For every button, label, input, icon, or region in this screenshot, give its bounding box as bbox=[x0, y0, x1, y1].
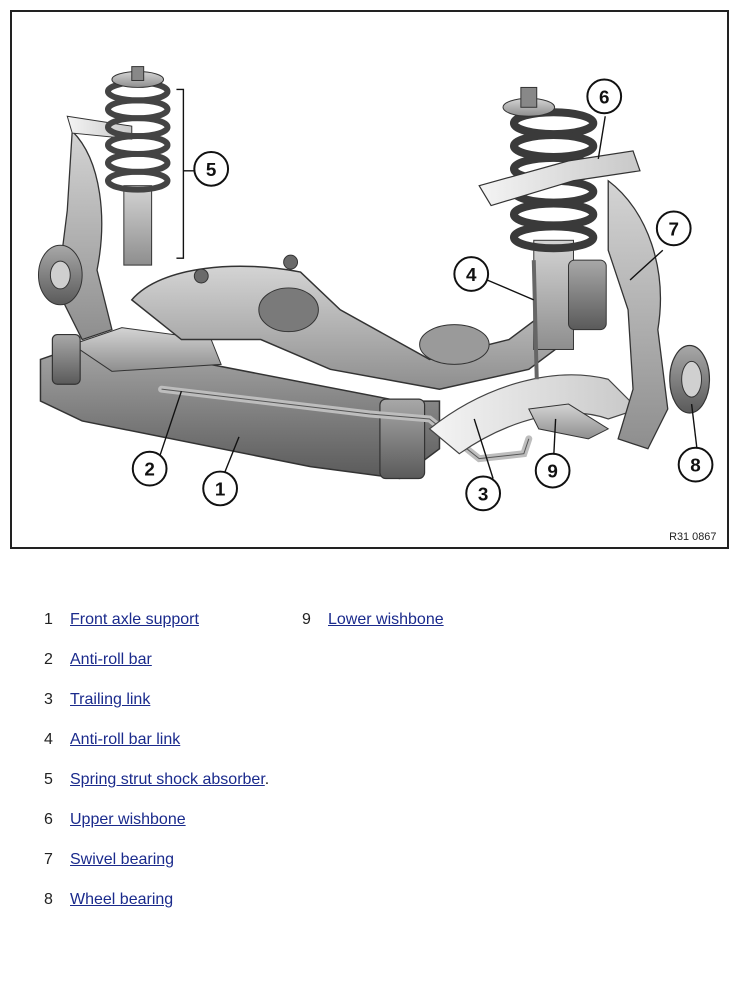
svg-text:3: 3 bbox=[478, 483, 488, 504]
leader-lines bbox=[158, 88, 699, 479]
link-upper-wishbone[interactable]: Upper wishbone bbox=[70, 811, 186, 828]
anti-roll-bar-link-shape bbox=[531, 260, 539, 380]
upper-wishbone-shape bbox=[478, 150, 641, 207]
legend-entry: Swivel bearing bbox=[70, 848, 274, 872]
callout-7: 7 bbox=[655, 210, 692, 247]
legend-suffix: . bbox=[264, 771, 270, 788]
legend-number: 5 bbox=[44, 771, 53, 788]
legend-item: 7 Swivel bearing bbox=[44, 848, 274, 872]
legend-number: 1 bbox=[44, 611, 53, 628]
left-swivel-bearing-shape bbox=[37, 115, 133, 341]
legend-item: 2 Anti-roll bar bbox=[44, 648, 274, 672]
legend-number: 7 bbox=[44, 851, 53, 868]
legend-number: 3 bbox=[44, 691, 53, 708]
legend-item: 9 Lower wishbone bbox=[302, 608, 452, 632]
svg-text:1: 1 bbox=[215, 478, 225, 499]
legend-number: 4 bbox=[44, 731, 53, 748]
legend-entry: Spring strut shock absorber. bbox=[70, 768, 274, 792]
front-axle-illustration: 1 2 3 4 5 6 7 8 bbox=[37, 66, 716, 543]
link-spring-strut-shock-absorber[interactable]: Spring strut shock absorber bbox=[70, 771, 265, 788]
callout-3: 3 bbox=[465, 475, 502, 512]
svg-text:7: 7 bbox=[668, 218, 678, 239]
svg-text:9: 9 bbox=[547, 461, 557, 482]
legend-item: 4 Anti-roll bar link bbox=[44, 728, 274, 752]
link-front-axle-support[interactable]: Front axle support bbox=[70, 611, 199, 628]
legend-item: 5 Spring strut shock absorber. bbox=[44, 768, 274, 792]
legend-number: 9 bbox=[302, 611, 311, 628]
svg-text:2: 2 bbox=[144, 459, 154, 480]
lower-wishbone-shape bbox=[428, 374, 640, 455]
link-anti-roll-bar[interactable]: Anti-roll bar bbox=[70, 651, 152, 668]
subframe-cradle-shape bbox=[130, 254, 570, 390]
right-swivel-bearing-shape bbox=[607, 179, 669, 450]
legend-entry: Front axle support bbox=[70, 608, 274, 632]
callout-8: 8 bbox=[677, 446, 714, 483]
legend-number: 2 bbox=[44, 651, 53, 668]
legend-entry: Upper wishbone bbox=[70, 808, 274, 832]
link-wheel-bearing[interactable]: Wheel bearing bbox=[70, 891, 174, 908]
svg-text:8: 8 bbox=[690, 455, 700, 476]
link-trailing-link[interactable]: Trailing link bbox=[70, 691, 151, 708]
legend-number: 6 bbox=[44, 811, 53, 828]
callout-4: 4 bbox=[453, 256, 490, 292]
diagram-figure: 1 2 3 4 5 6 7 8 bbox=[10, 10, 729, 549]
svg-text:6: 6 bbox=[599, 86, 609, 107]
legend-item: 1 Front axle support bbox=[44, 608, 274, 632]
legend-item: 3 Trailing link bbox=[44, 688, 274, 712]
legend-item: 6 Upper wishbone bbox=[44, 808, 274, 832]
right-spring-strut-shape bbox=[502, 86, 607, 350]
legend-column-2: 9 Lower wishbone bbox=[302, 608, 452, 648]
link-swivel-bearing[interactable]: Swivel bearing bbox=[70, 851, 175, 868]
legend-number: 8 bbox=[44, 891, 53, 908]
svg-text:4: 4 bbox=[466, 264, 477, 285]
wheel-bearing-shape bbox=[669, 344, 711, 414]
legend-entry: Trailing link bbox=[70, 688, 274, 712]
callout-5: 5 bbox=[193, 150, 230, 187]
callout-6: 6 bbox=[586, 78, 623, 115]
legend-entry: Anti-roll bar bbox=[70, 648, 274, 672]
callout-9: 9 bbox=[534, 452, 571, 489]
figure-reference: R31 0867 bbox=[669, 531, 716, 543]
svg-text:5: 5 bbox=[206, 159, 216, 180]
link-lower-wishbone[interactable]: Lower wishbone bbox=[328, 611, 444, 628]
legend-item: 8 Wheel bearing bbox=[44, 888, 274, 912]
legend-entry: Lower wishbone bbox=[328, 608, 452, 632]
legend-entry: Wheel bearing bbox=[70, 888, 274, 912]
link-anti-roll-bar-link[interactable]: Anti-roll bar link bbox=[70, 731, 181, 748]
left-spring-strut-shape bbox=[104, 66, 171, 266]
legend-column-1: 1 Front axle support 2 Anti-roll bar 3 T… bbox=[44, 608, 274, 928]
callout-1: 1 bbox=[202, 470, 238, 507]
legend-entry: Anti-roll bar link bbox=[70, 728, 274, 752]
callout-2: 2 bbox=[131, 450, 168, 487]
